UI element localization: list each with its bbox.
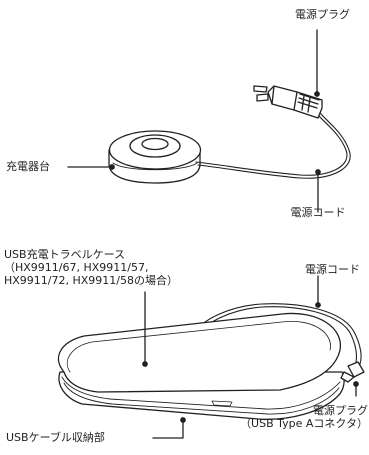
plug-bottom-label: 電源プラグ （USB Type Aコネクタ） xyxy=(240,404,368,430)
travel-case xyxy=(58,312,345,420)
storage-leader xyxy=(152,419,184,439)
cord-bottom-label: 電源コード xyxy=(305,263,360,276)
charger-base xyxy=(108,130,202,184)
power-plug xyxy=(253,85,323,119)
usb-connector xyxy=(340,361,365,383)
power-cord xyxy=(195,111,348,176)
case-label: USB充電トラベルケース （HX9911/67, HX9911/57, HX99… xyxy=(4,248,179,287)
plug-top-label: 電源プラグ xyxy=(295,8,350,21)
cord-top-label: 電源コード xyxy=(290,206,346,219)
base-label: 充電器台 xyxy=(6,160,50,173)
cable-storage-label: USBケーブル収納部 xyxy=(6,431,105,444)
usb-cord xyxy=(194,303,362,365)
